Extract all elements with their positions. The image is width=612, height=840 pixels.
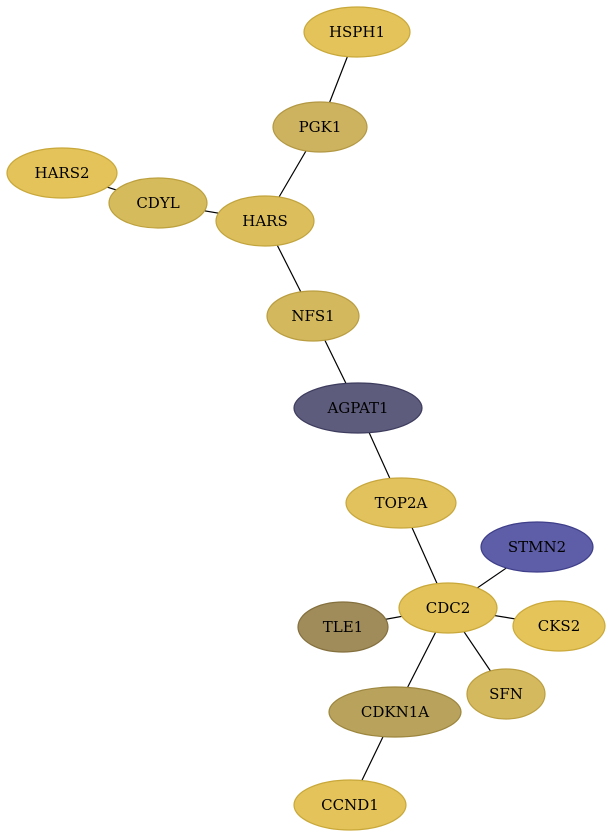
node-agpat1[interactable]: AGPAT1 [293,382,423,434]
node-nfs1[interactable]: NFS1 [266,290,360,342]
node-top2a[interactable]: TOP2A [345,477,457,529]
node-shape-nfs1[interactable] [266,290,360,342]
node-shape-hars[interactable] [215,195,315,247]
node-label-tle1: TLE1 [323,618,363,636]
node-label-cdyl: CDYL [136,194,179,212]
node-shape-hars2[interactable] [6,147,118,199]
node-shape-sfn[interactable] [466,668,546,720]
node-cks2[interactable]: CKS2 [512,600,606,652]
node-label-agpat1: AGPAT1 [326,399,388,417]
node-shape-top2a[interactable] [345,477,457,529]
node-shape-cks2[interactable] [512,600,606,652]
node-shape-pgk1[interactable] [272,101,368,153]
node-label-nfs1: NFS1 [291,307,334,325]
node-sfn[interactable]: SFN [466,668,546,720]
node-label-sfn: SFN [489,685,523,703]
node-label-stmn2: STMN2 [508,538,566,556]
node-label-ccnd1: CCND1 [321,796,379,814]
node-cdkn1a[interactable]: CDKN1A [328,686,462,738]
node-pgk1[interactable]: PGK1 [272,101,368,153]
node-label-hsph1: HSPH1 [329,23,385,41]
node-label-cks2: CKS2 [538,617,581,635]
node-cdc2[interactable]: CDC2 [398,582,498,634]
node-label-top2a: TOP2A [375,494,428,512]
node-shape-ccnd1[interactable] [293,779,407,831]
node-shape-agpat1[interactable] [293,382,423,434]
node-shape-cdyl[interactable] [108,177,208,229]
node-hars2[interactable]: HARS2 [6,147,118,199]
node-shape-tle1[interactable] [297,601,389,653]
node-label-cdkn1a: CDKN1A [361,703,429,721]
node-label-hars: HARS [242,212,287,230]
node-tle1[interactable]: TLE1 [297,601,389,653]
node-stmn2[interactable]: STMN2 [480,521,594,573]
node-shape-stmn2[interactable] [480,521,594,573]
node-label-pgk1: PGK1 [299,118,342,136]
node-label-hars2: HARS2 [34,164,89,182]
node-hars[interactable]: HARS [215,195,315,247]
node-hsph1[interactable]: HSPH1 [303,6,411,58]
node-cdyl[interactable]: CDYL [108,177,208,229]
node-shape-hsph1[interactable] [303,6,411,58]
node-shape-cdkn1a[interactable] [328,686,462,738]
node-ccnd1[interactable]: CCND1 [293,779,407,831]
node-shape-cdc2[interactable] [398,582,498,634]
node-label-cdc2: CDC2 [426,599,471,617]
